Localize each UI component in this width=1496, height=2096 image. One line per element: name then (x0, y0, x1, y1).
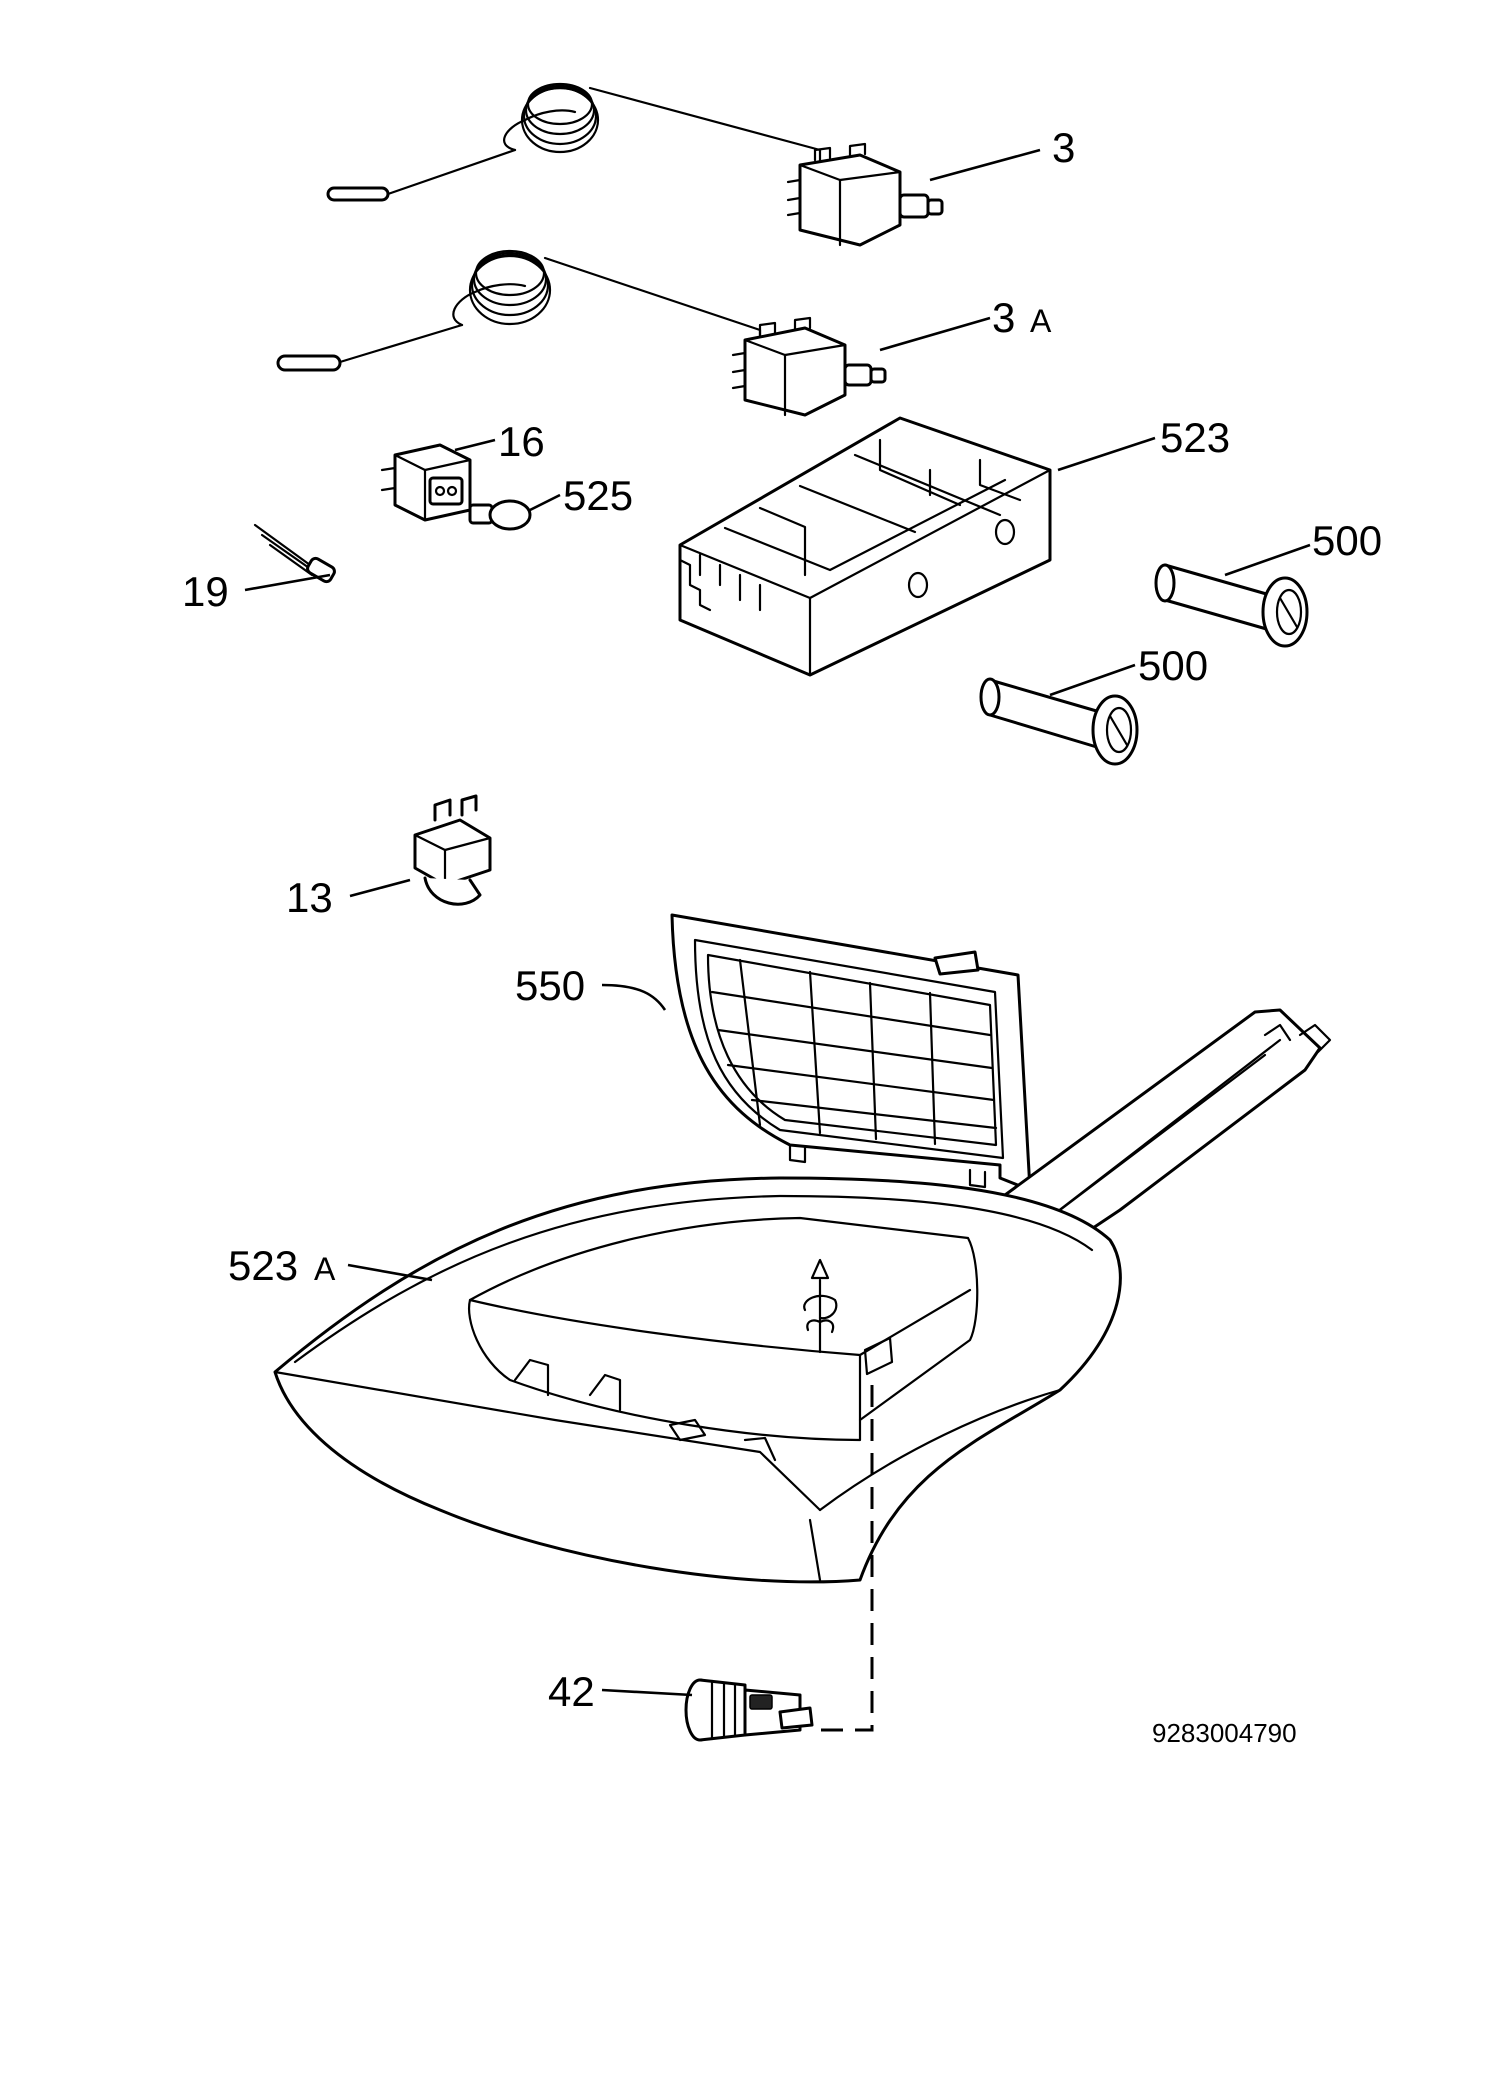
leader-500-upper (1224, 543, 1311, 577)
thermostat-part-3 (326, 82, 944, 247)
callout-523a-number: 523 (228, 1242, 298, 1289)
leader-42 (601, 1688, 693, 1697)
leader-13 (349, 878, 411, 898)
leader-3 (929, 148, 1041, 182)
callout-42: 42 (548, 1668, 595, 1715)
thermostat-part-3a (276, 249, 887, 417)
callout-550: 550 (515, 962, 585, 1009)
callout-13: 13 (286, 874, 333, 921)
leader-550 (601, 983, 667, 1011)
leader-19 (244, 573, 331, 592)
leader-16 (454, 438, 496, 452)
callout-523: 523 (1160, 414, 1230, 461)
leader-525 (529, 493, 561, 512)
assembly-line (820, 1385, 874, 1732)
lamp-socket-part-42 (684, 1678, 814, 1742)
knob-part-500-lower (979, 677, 1139, 766)
callout-3: 3 (1052, 124, 1075, 171)
callout-19: 19 (182, 568, 229, 615)
callout-523a-suffix: A (314, 1251, 336, 1287)
callout-525: 525 (563, 472, 633, 519)
door-switch-part-13 (413, 794, 492, 906)
leader-3a (879, 316, 991, 352)
callout-500-lower: 500 (1138, 642, 1208, 689)
grille-lid-part-550 (670, 913, 1032, 1192)
knob-part-500-upper (1154, 563, 1309, 648)
callout-500-upper: 500 (1312, 517, 1382, 564)
leader-523 (1057, 436, 1156, 472)
sensor-part-19 (253, 523, 336, 584)
leader-523a (347, 1263, 433, 1282)
callout-16: 16 (498, 418, 545, 465)
callout-3a-suffix: A (1030, 303, 1052, 339)
control-box-part-523 (678, 416, 1052, 677)
lamp-part-525 (468, 499, 532, 531)
document-number: 9283004790 (1152, 1718, 1297, 1748)
switch-part-16 (380, 443, 472, 522)
leader-500-lower (1049, 663, 1136, 697)
callout-3a-number: 3 (992, 294, 1015, 341)
housing-part-523a (273, 1008, 1332, 1584)
